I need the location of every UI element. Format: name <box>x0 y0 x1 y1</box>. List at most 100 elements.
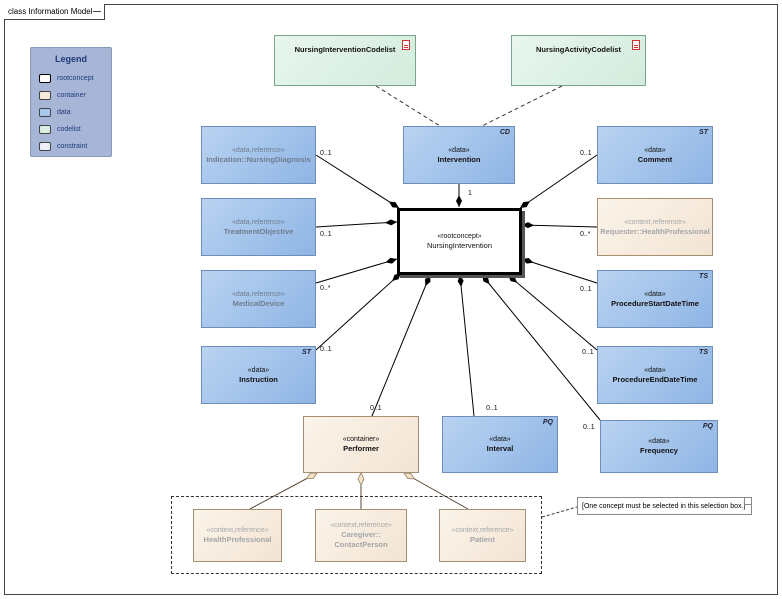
node-name: Indication::NursingDiagnosis <box>206 154 311 164</box>
legend-label: data <box>57 109 71 116</box>
legend-item-constraint: constraint <box>39 142 87 151</box>
type-tag: ST <box>302 349 311 356</box>
comment-node[interactable]: ST «data» Comment <box>597 126 713 184</box>
multiplicity-procedure-start: 0..1 <box>580 286 592 293</box>
frequency-node[interactable]: PQ «data» Frequency <box>600 420 718 473</box>
node-name: MedicalDevice <box>232 298 285 308</box>
legend-item-rootconcept: rootconcept <box>39 74 94 83</box>
document-icon <box>632 40 640 50</box>
multiplicity-procedure-end: 0..1 <box>582 349 594 356</box>
legend-swatch <box>39 74 51 83</box>
diagram-frame <box>4 4 778 595</box>
node-name: Intervention <box>437 154 481 164</box>
node-stereotype: «data» <box>247 366 270 374</box>
edge-procedure-end <box>507 274 598 351</box>
node-name: Comment <box>637 154 673 164</box>
constraint-note[interactable]: [One concept must be selected in this se… <box>577 497 752 515</box>
procedure-start-node[interactable]: TS «data» ProcedureStartDateTime <box>597 270 713 328</box>
multiplicity-indication: 0..1 <box>320 150 332 157</box>
note-connector <box>541 506 578 518</box>
type-tag: TS <box>699 349 708 356</box>
edge-interval <box>457 274 475 417</box>
multiplicity-frequency: 0..1 <box>583 424 595 431</box>
node-stereotype: «data» <box>489 436 511 443</box>
indication-node[interactable]: «data,reference» Indication::NursingDiag… <box>201 126 316 184</box>
requester-node[interactable]: «context,reference» Requester::HealthPro… <box>597 198 713 256</box>
multiplicity-requester: 0..* <box>580 231 591 238</box>
multiplicity-interval: 0..1 <box>486 405 498 412</box>
multiplicity-comment: 0..1 <box>580 150 592 157</box>
legend-label: codelist <box>57 126 81 133</box>
legend-swatch <box>39 125 51 134</box>
node-name: TreatmentObjective <box>223 226 294 236</box>
node-stereotype: «data» <box>648 438 670 445</box>
node-name-line2: ContactPerson <box>334 540 388 549</box>
node-stereotype: «data» <box>644 366 666 374</box>
treatment-objective-node[interactable]: «data,reference» TreatmentObjective <box>201 198 316 256</box>
nursing-activity-codelist[interactable]: NursingActivityCodelist <box>511 35 646 86</box>
node-stereotype: «data,reference» <box>232 290 285 298</box>
multiplicity-instruction: 0..1 <box>320 346 332 353</box>
legend-item-data: data <box>39 108 71 117</box>
node-name: NursingIntervention <box>426 241 493 250</box>
edge-patient <box>403 472 469 510</box>
node-stereotype: «context,reference» <box>624 218 686 226</box>
legend-swatch <box>39 91 51 100</box>
performer-node[interactable]: «container» Performer <box>303 416 419 473</box>
node-name: Interval <box>486 444 514 453</box>
legend-swatch <box>39 142 51 151</box>
multiplicity-treatment-objective: 0..1 <box>320 231 332 238</box>
health-professional-node[interactable]: «context,reference» HealthProfessional <box>193 509 282 562</box>
node-name-line1: Caregiver:: <box>341 530 381 539</box>
type-tag: TS <box>699 273 708 280</box>
multiplicity-medical-device: 0..* <box>320 285 331 292</box>
legend-label: constraint <box>57 143 88 150</box>
instruction-node[interactable]: ST «data» Instruction <box>201 346 316 404</box>
node-stereotype: «rootconcept» <box>437 233 482 240</box>
node-stereotype: «container» <box>342 436 380 443</box>
type-tag: ST <box>699 129 708 136</box>
legend-title: Legend <box>54 54 87 64</box>
node-stereotype: «data» <box>644 146 666 154</box>
node-stereotype: «data» <box>644 290 666 298</box>
interval-node[interactable]: PQ «data» Interval <box>442 416 558 473</box>
node-name: NursingActivityCodelist <box>535 44 621 54</box>
edge-treatment-objective <box>315 219 398 228</box>
type-tag: PQ <box>542 419 553 426</box>
legend-item-container: container <box>39 91 86 100</box>
medical-device-node[interactable]: «data,reference» MedicalDevice <box>201 270 316 328</box>
patient-node[interactable]: «context,reference» Patient <box>439 509 526 562</box>
node-stereotype: «data,reference» <box>232 146 285 154</box>
edge-comment <box>519 154 598 209</box>
edge-medical-device <box>315 257 398 284</box>
edge-indication <box>315 154 400 209</box>
multiplicity-performer: 0..1 <box>370 405 382 412</box>
node-name: Performer <box>343 444 379 453</box>
node-name: Frequency <box>640 446 678 455</box>
node-name: ProcedureStartDateTime <box>611 298 699 308</box>
node-name: ProcedureEndDateTime <box>612 374 698 384</box>
legend-label: container <box>57 92 86 99</box>
node-stereotype: «context,reference» <box>451 527 514 534</box>
node-stereotype: «context,reference» <box>206 527 269 534</box>
intervention-node[interactable]: CD «data» Intervention <box>403 126 515 184</box>
type-tag: PQ <box>702 423 713 430</box>
root-node[interactable]: «rootconcept» NursingIntervention <box>397 208 522 275</box>
node-stereotype: «data» <box>448 146 470 154</box>
legend: Legend rootconcept container data codeli… <box>30 47 112 157</box>
node-name: HealthProfessional <box>203 535 272 544</box>
edge-frequency <box>481 274 601 421</box>
legend-item-codelist: codelist <box>39 125 81 134</box>
type-tag: CD <box>499 129 510 136</box>
procedure-end-node[interactable]: TS «data» ProcedureEndDateTime <box>597 346 713 404</box>
legend-label: rootconcept <box>57 75 94 82</box>
frame-title: class Information Model <box>4 4 106 20</box>
edge-procedure-start <box>521 257 598 284</box>
legend-swatch <box>39 108 51 117</box>
edge-activity-codelist <box>481 85 563 127</box>
nursing-intervention-codelist[interactable]: NursingInterventionCodelist <box>274 35 416 86</box>
caregiver-node[interactable]: «context,reference» Caregiver:: ContactP… <box>315 509 407 562</box>
node-name: Instruction <box>239 374 278 384</box>
edge-requester <box>521 222 598 229</box>
